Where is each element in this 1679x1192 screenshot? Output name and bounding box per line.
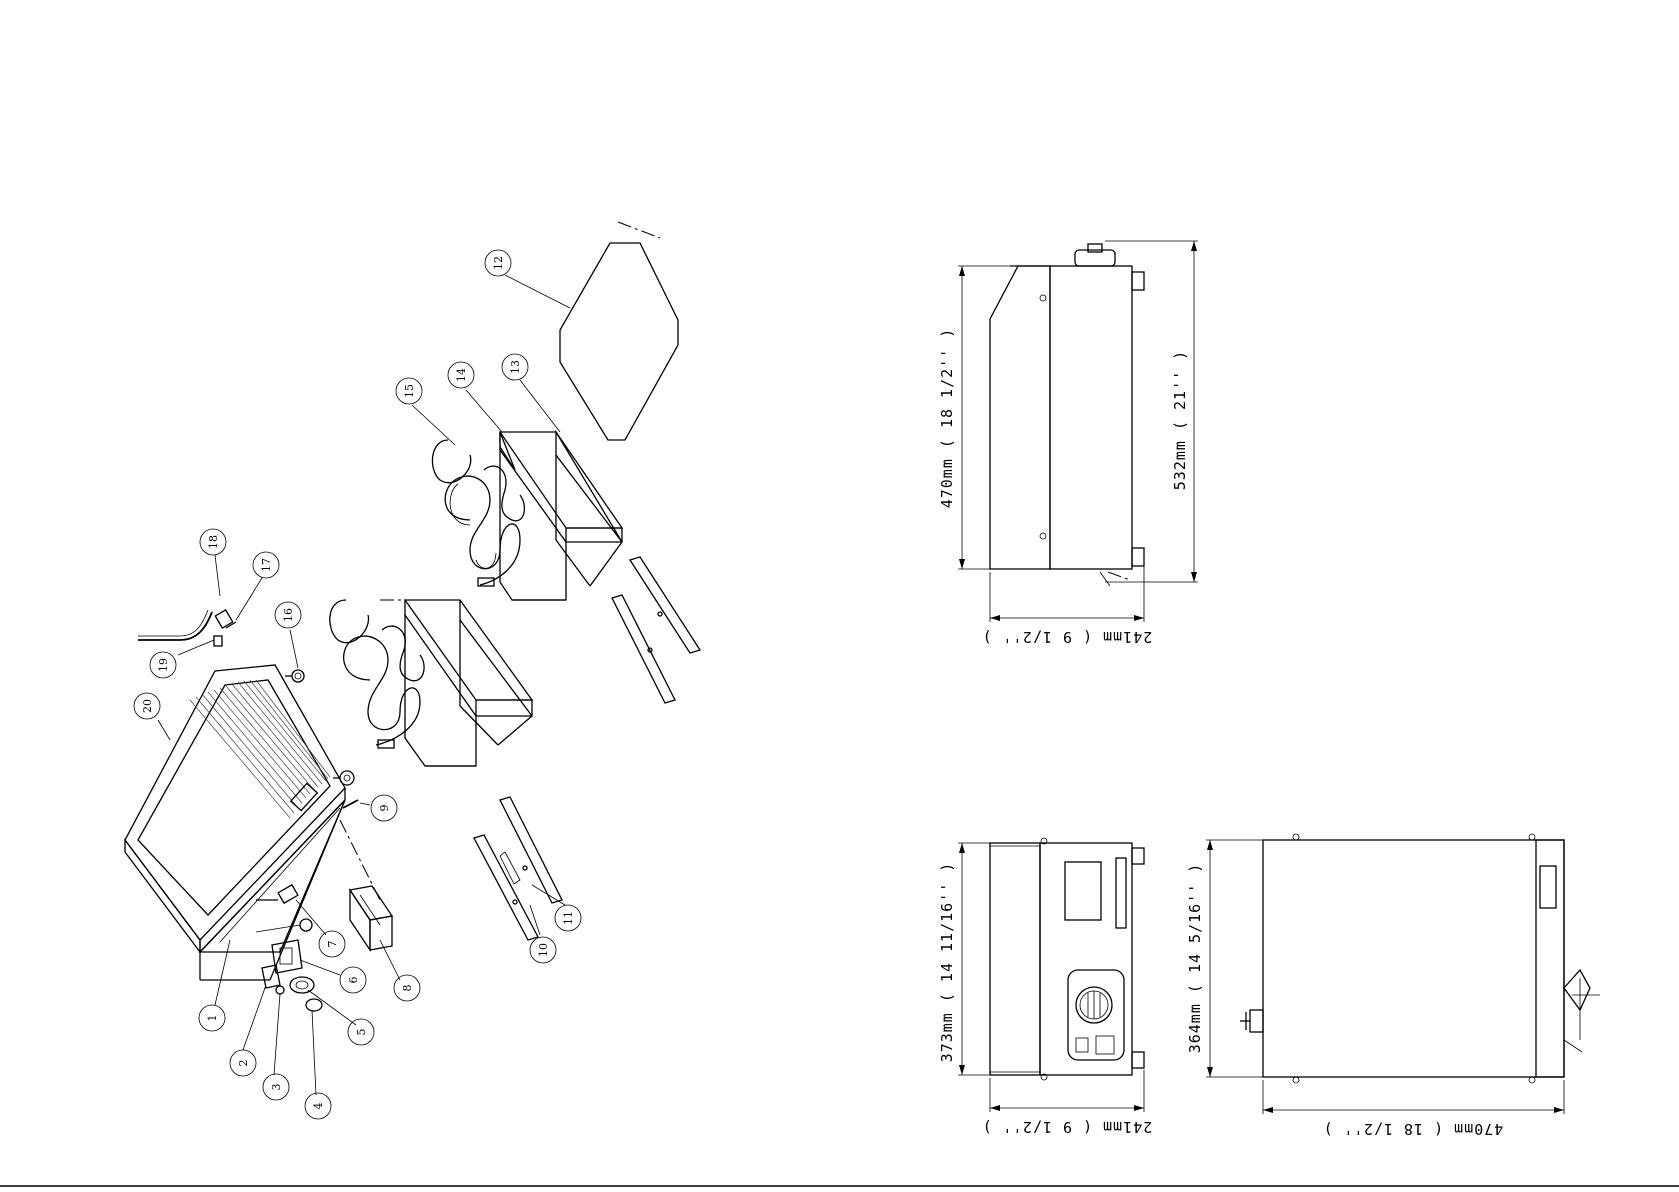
callout-12: 12 [485, 250, 511, 276]
svg-text:6: 6 [347, 977, 360, 984]
part-4-knob-cap [306, 999, 322, 1011]
dim-side-height: 470mm ( 18 1/2'' ) [938, 328, 956, 509]
callout-2: 2 [230, 1050, 256, 1076]
svg-text:8: 8 [401, 985, 414, 992]
callouts: 1 2 3 4 5 6 7 [134, 250, 581, 1119]
callout-19: 19 [150, 652, 176, 678]
svg-text:1: 1 [206, 1015, 219, 1022]
callout-14: 14 [448, 362, 474, 388]
callout-20: 20 [134, 693, 160, 719]
callout-11: 11 [555, 905, 581, 931]
svg-text:13: 13 [509, 360, 522, 374]
part-10-11-brackets [474, 557, 700, 940]
callout-15: 15 [396, 378, 422, 404]
part-13-upper-box [500, 432, 622, 600]
callout-16: 16 [275, 602, 301, 628]
svg-text:4: 4 [312, 1103, 325, 1110]
callout-7: 7 [319, 931, 345, 957]
svg-text:11: 11 [562, 911, 575, 925]
part-5-knob [290, 977, 314, 993]
dim-front-width: 241mm ( 9 1/2'' ) [982, 1118, 1153, 1136]
part-3-light [276, 986, 284, 994]
griddle-ribs [190, 680, 330, 818]
part-19-plug [214, 636, 222, 646]
callout-1: 1 [199, 1005, 225, 1031]
svg-text:5: 5 [355, 1029, 368, 1036]
svg-text:7: 7 [326, 941, 339, 948]
dim-top-height: 364mm ( 14 5/16'' ) [1186, 863, 1204, 1054]
part-16-knob-upper [285, 670, 304, 682]
svg-text:2: 2 [237, 1060, 250, 1067]
part-15-upper-coil [432, 440, 524, 586]
callout-8: 8 [394, 975, 420, 1001]
dim-side-total-height: 532mm ( 21'' ) [1171, 350, 1189, 490]
svg-text:18: 18 [207, 535, 220, 549]
svg-text:9: 9 [378, 805, 391, 812]
callout-10: 10 [530, 937, 556, 963]
svg-text:16: 16 [282, 608, 295, 622]
svg-text:15: 15 [403, 384, 416, 398]
callout-13: 13 [502, 354, 528, 380]
svg-text:19: 19 [157, 658, 170, 672]
callout-6: 6 [340, 967, 366, 993]
front-view: 373mm ( 14 11/16'' ) 241mm ( 9 1/2'' ) [938, 838, 1152, 1136]
dim-front-height: 373mm ( 14 11/16'' ) [938, 862, 956, 1063]
svg-text:14: 14 [455, 368, 468, 382]
callout-18: 18 [200, 529, 226, 555]
svg-text:3: 3 [270, 1084, 283, 1091]
dim-top-width: 470mm ( 18 1/2'' ) [1323, 1120, 1504, 1138]
side-view: 470mm ( 18 1/2'' ) 532mm ( 21'' ) 241mm … [938, 241, 1198, 646]
exploded-view: 1 2 3 4 5 6 7 [125, 222, 700, 1119]
top-view: 364mm ( 14 5/16'' ) 470mm ( 18 1/2'' ) [1186, 834, 1600, 1138]
svg-text:10: 10 [537, 943, 550, 957]
part-12-top-plate [560, 222, 678, 440]
callout-3: 3 [263, 1074, 289, 1100]
part-13-lower-box [380, 600, 532, 766]
dim-side-width: 241mm ( 9 1/2'' ) [982, 628, 1153, 646]
callout-9: 9 [371, 795, 397, 821]
callout-5: 5 [348, 1019, 374, 1045]
svg-text:17: 17 [260, 558, 273, 572]
svg-text:12: 12 [492, 256, 505, 270]
callout-17: 17 [253, 552, 279, 578]
part-8-drip-tray [350, 886, 392, 950]
svg-text:20: 20 [141, 699, 154, 713]
callout-4: 4 [305, 1093, 331, 1119]
part-9-pin [340, 800, 380, 900]
